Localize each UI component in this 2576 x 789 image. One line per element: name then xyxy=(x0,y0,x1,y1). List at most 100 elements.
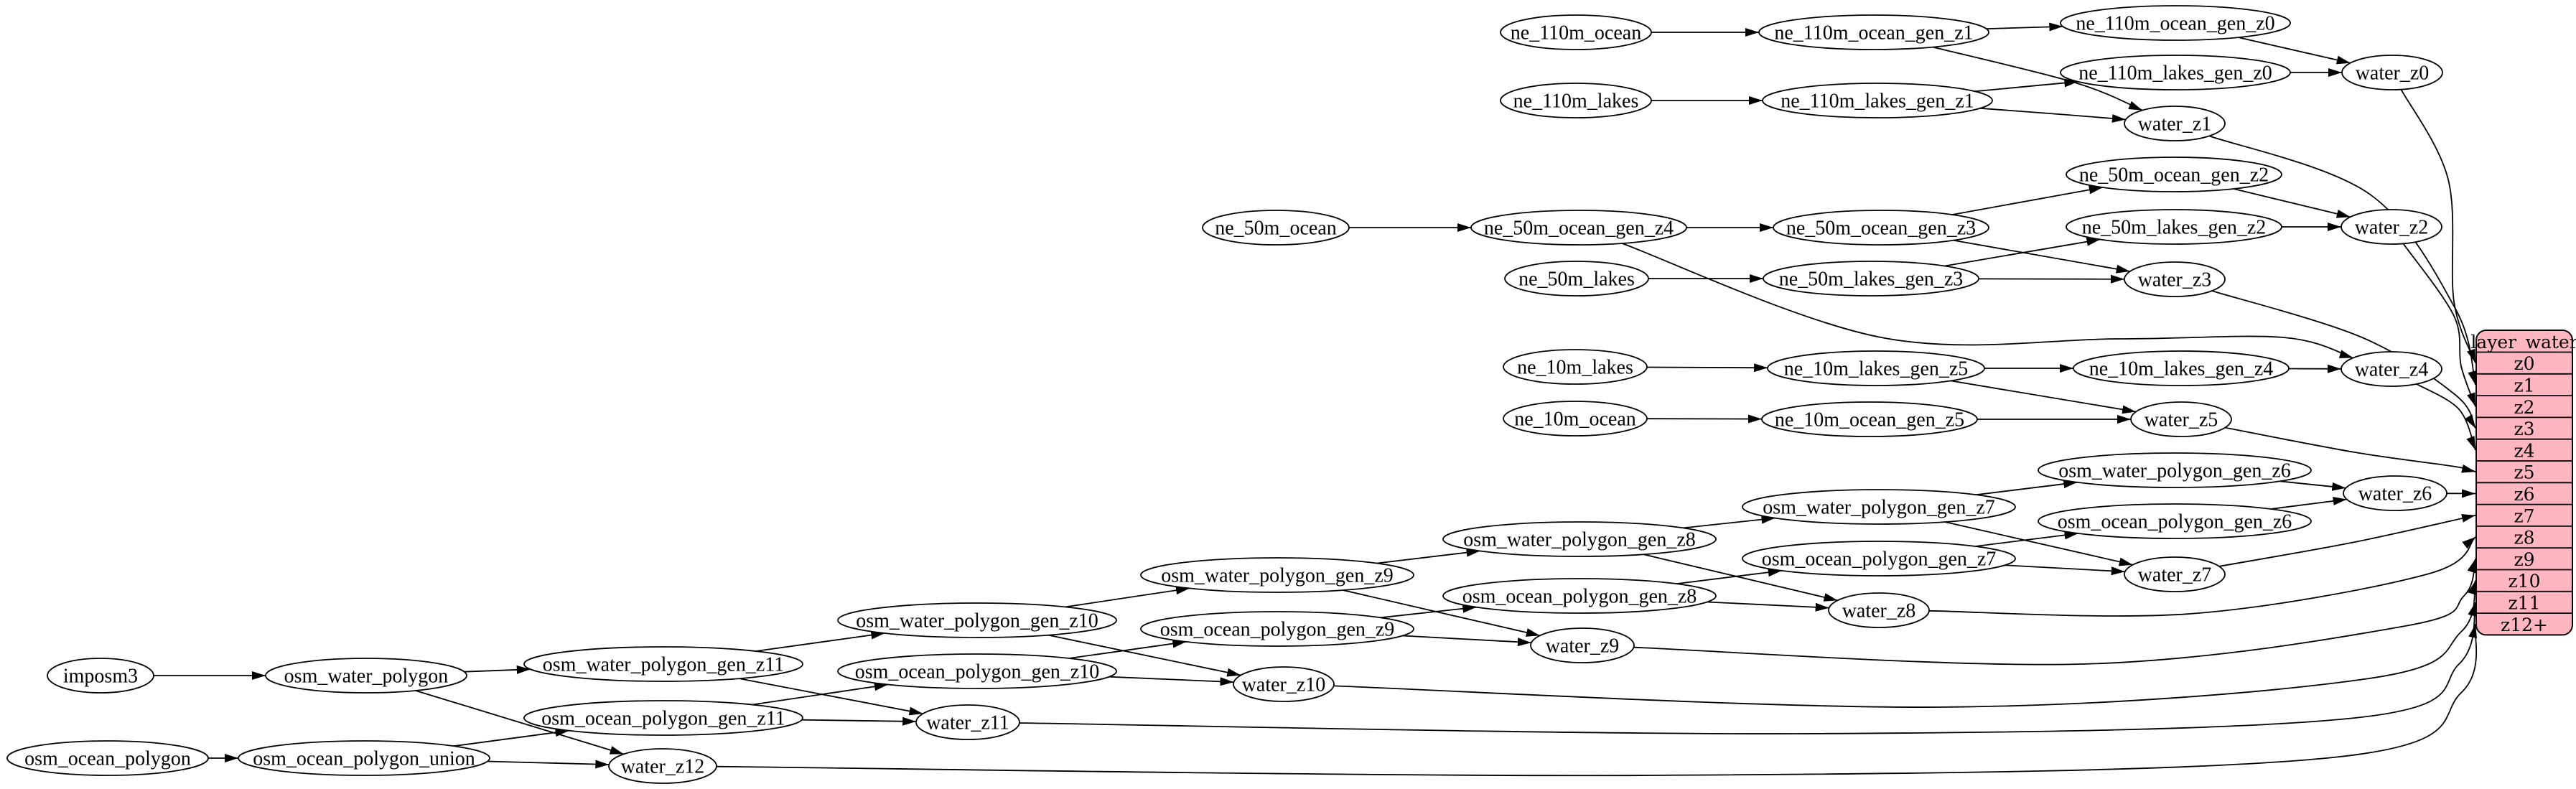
node-label: osm_water_polygon_gen_z7 xyxy=(1763,497,1995,519)
node-ellipse xyxy=(1442,521,1717,557)
node-ellipse xyxy=(2038,452,2312,488)
edge-osm_water_polygon-to-water_z12 xyxy=(415,690,624,755)
node-ellipse xyxy=(2060,55,2291,90)
node-label: water_z1 xyxy=(2138,113,2212,136)
node-label: ne_10m_ocean xyxy=(1514,408,1636,431)
node-label: osm_ocean_polygon_gen_z6 xyxy=(2058,511,2292,533)
edge-ne_110m_ocean_gen_z1-to-ne_110m_ocean_gen_z0 xyxy=(1986,22,2063,32)
edge-osm_ocean_polygon_gen_z7-to-osm_ocean_polygon_gen_z6 xyxy=(1975,531,2078,547)
table-row-z6: z6 xyxy=(2514,484,2534,505)
node-ne_10m_lakes: ne_10m_lakes xyxy=(1503,349,1648,385)
node-label: water_z12 xyxy=(621,756,705,778)
table-row-z5: z5 xyxy=(2514,462,2534,483)
node-label: osm_water_polygon_gen_z11 xyxy=(543,654,784,676)
node-ne_110m_ocean: ne_110m_ocean xyxy=(1500,14,1652,50)
edge-ne_50m_ocean_gen_z3-to-water_z3 xyxy=(1953,239,2130,274)
node-water_z8: water_z8 xyxy=(1828,592,1930,628)
node-label: water_z11 xyxy=(926,712,1009,734)
node-ne_50m_ocean_gen_z4: ne_50m_ocean_gen_z4 xyxy=(1470,210,1687,246)
edge-osm_ocean_polygon_gen_z9-to-osm_ocean_polygon_gen_z8 xyxy=(1380,604,1477,619)
layer-water-table: layer_waterz0z1z2z3z4z5z6z7z8z9z10z11z12… xyxy=(2470,330,2576,636)
table-row-z9: z9 xyxy=(2514,549,2534,570)
node-ellipse xyxy=(1828,592,1930,628)
node-ellipse xyxy=(1500,14,1652,50)
table-row-z1: z1 xyxy=(2514,375,2534,396)
node-label: ne_110m_lakes xyxy=(1513,90,1639,113)
edge-osm_water_polygon_gen_z7-to-water_z7 xyxy=(1944,521,2133,566)
edge-osm_ocean_polygon_gen_z11-to-water_z11 xyxy=(801,716,917,726)
node-osm_water_polygon_gen_z7: osm_water_polygon_gen_z7 xyxy=(1742,489,2016,525)
edge-osm_ocean_polygon_gen_z8-to-osm_ocean_polygon_gen_z7 xyxy=(1676,568,1782,584)
node-ne_50m_lakes_gen_z3: ne_50m_lakes_gen_z3 xyxy=(1763,261,1979,297)
node-label: ne_50m_ocean_gen_z4 xyxy=(1484,218,1674,240)
node-label: ne_110m_lakes_gen_z1 xyxy=(1781,90,1974,113)
node-ellipse xyxy=(1503,401,1648,436)
node-water_z12: water_z12 xyxy=(608,748,717,784)
node-ellipse xyxy=(608,748,717,784)
node-ellipse xyxy=(2343,475,2447,511)
node-label: water_z2 xyxy=(2355,217,2429,239)
node-ne_50m_ocean: ne_50m_ocean xyxy=(1202,210,1350,246)
table-row-z2: z2 xyxy=(2514,397,2534,418)
node-imposm3: imposm3 xyxy=(47,658,154,694)
table-row-z11: z11 xyxy=(2509,592,2541,613)
edge-water_z4-to-layer_water-z4 xyxy=(2416,383,2476,451)
node-label: osm_ocean_polygon_gen_z7 xyxy=(1762,548,1997,571)
node-label: ne_10m_lakes xyxy=(1517,357,1633,379)
node-ellipse xyxy=(1140,557,1414,593)
edge-osm_water_polygon_gen_z10-to-osm_water_polygon_gen_z9 xyxy=(1065,586,1190,608)
edge-osm_water_polygon_gen_z9-to-water_z9 xyxy=(1343,589,1541,637)
node-osm_ocean_polygon_union: osm_ocean_polygon_union xyxy=(238,740,490,776)
node-label: water_z8 xyxy=(1842,600,1916,622)
node-label: ne_50m_ocean xyxy=(1215,218,1337,240)
edge-ne_50m_ocean_gen_z3-to-ne_50m_ocean_gen_z2 xyxy=(1952,185,2103,215)
node-osm_ocean_polygon_gen_z10: osm_ocean_polygon_gen_z10 xyxy=(837,653,1117,689)
edge-water_z3-to-layer_water-z3 xyxy=(2211,290,2476,429)
node-ne_10m_ocean: ne_10m_ocean xyxy=(1503,401,1648,436)
edge-water_z5-to-layer_water-z5 xyxy=(2225,426,2476,473)
node-label: ne_110m_ocean xyxy=(1511,22,1641,45)
node-label: water_z4 xyxy=(2355,359,2429,381)
edge-osm_ocean_polygon_gen_z9-to-water_z9 xyxy=(1402,635,1531,647)
edge-water_z12-to-layer_water-z12+ xyxy=(716,624,2478,777)
node-ne_110m_ocean_gen_z0: ne_110m_ocean_gen_z0 xyxy=(2060,5,2291,41)
node-ellipse xyxy=(2124,106,2226,141)
edge-osm_water_polygon_gen_z7-to-osm_water_polygon_gen_z6 xyxy=(1976,480,2078,496)
node-label: ne_110m_lakes_gen_z0 xyxy=(2078,62,2272,85)
edge-water_z10-to-layer_water-z10 xyxy=(1333,580,2476,708)
node-water_z10: water_z10 xyxy=(1233,666,1335,702)
node-ellipse xyxy=(523,700,803,736)
table-row-z4: z4 xyxy=(2514,440,2534,461)
edge-ne_50m_ocean_gen_z2-to-water_z2 xyxy=(2233,188,2351,218)
node-osm_water_polygon_gen_z9: osm_water_polygon_gen_z9 xyxy=(1140,557,1414,593)
node-label: osm_ocean_polygon_gen_z9 xyxy=(1160,619,1395,641)
edge-osm_ocean_polygon_union-to-water_z12 xyxy=(487,760,610,769)
node-osm_ocean_polygon_gen_z9: osm_ocean_polygon_gen_z9 xyxy=(1140,611,1414,647)
node-ne_50m_ocean_gen_z3: ne_50m_ocean_gen_z3 xyxy=(1773,210,1989,246)
edge-ne_50m_lakes_gen_z3-to-ne_50m_lakes_gen_z2 xyxy=(1944,237,2101,267)
node-water_z5: water_z5 xyxy=(2130,401,2232,437)
node-label: osm_ocean_polygon_gen_z11 xyxy=(541,708,785,730)
node-ellipse xyxy=(1767,350,1985,386)
node-water_z1: water_z1 xyxy=(2124,106,2226,141)
edge-osm_water_polygon-to-osm_water_polygon_gen_z11 xyxy=(464,665,531,674)
node-osm_ocean_polygon_gen_z7: osm_ocean_polygon_gen_z7 xyxy=(1742,541,2016,576)
node-label: water_z9 xyxy=(1546,635,1620,658)
node-label: water_z0 xyxy=(2356,62,2430,85)
node-ellipse xyxy=(1773,210,1989,246)
node-ne_50m_ocean_gen_z2: ne_50m_ocean_gen_z2 xyxy=(2066,157,2282,192)
table-row-z0: z0 xyxy=(2514,353,2534,374)
edge-water_z11-to-layer_water-z11 xyxy=(1019,602,2476,734)
edge-water_z2-to-layer_water-z2 xyxy=(2402,243,2476,407)
node-osm_water_polygon_gen_z8: osm_water_polygon_gen_z8 xyxy=(1442,521,1717,557)
node-label: osm_water_polygon_gen_z10 xyxy=(856,610,1098,632)
node-ellipse xyxy=(2341,55,2443,90)
node-osm_ocean_polygon_gen_z8: osm_ocean_polygon_gen_z8 xyxy=(1442,578,1717,614)
node-ne_110m_ocean_gen_z1: ne_110m_ocean_gen_z1 xyxy=(1758,14,1989,50)
edge-water_z9-to-layer_water-z9 xyxy=(1633,559,2476,666)
node-ellipse xyxy=(2341,209,2442,245)
node-osm_ocean_polygon_gen_z6: osm_ocean_polygon_gen_z6 xyxy=(2038,503,2312,539)
node-label: water_z3 xyxy=(2138,269,2212,291)
node-label: osm_water_polygon xyxy=(284,666,449,688)
